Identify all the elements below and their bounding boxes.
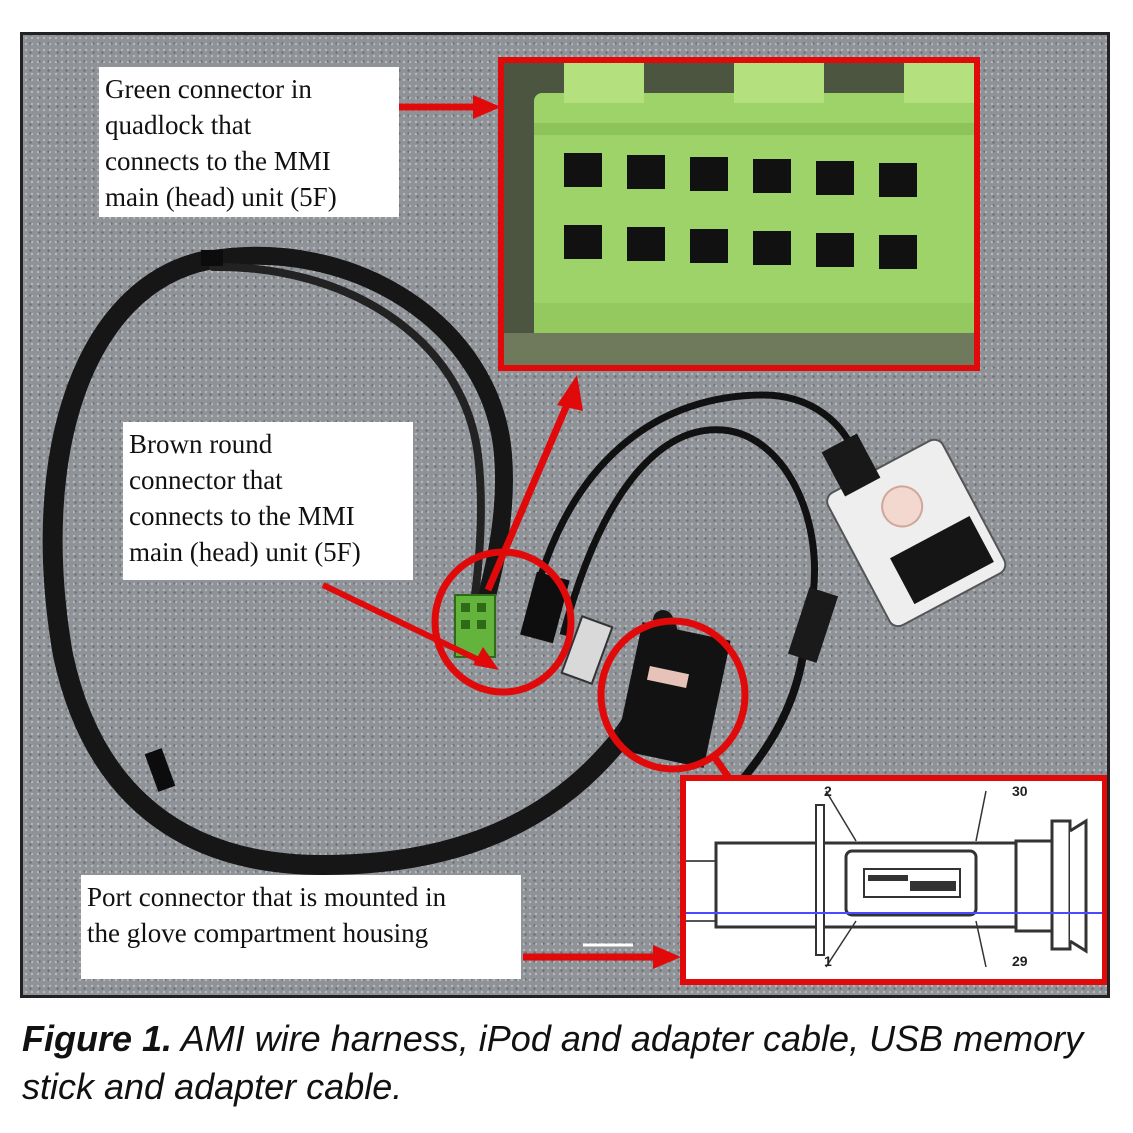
arrow-to-green-inset — [484, 375, 583, 592]
ipod-cable — [524, 391, 857, 626]
figure-caption: Figure 1. AMI wire harness, iPod and ada… — [22, 1015, 1112, 1111]
caption-text: AMI wire harness, iPod and adapter cable… — [22, 1018, 1084, 1107]
arrow-from-port-label — [523, 945, 681, 969]
caption-label: Figure 1. — [22, 1018, 173, 1059]
ipod-dock-plug — [821, 433, 881, 497]
figure-frame: 2 30 1 29 Green connector in quadlock th… — [20, 32, 1110, 998]
arrow-to-green-connector-label — [399, 95, 501, 119]
port-connector-drawing — [686, 790, 1102, 968]
usb-plug — [787, 587, 839, 663]
drawing-label-1: 1 — [824, 953, 832, 969]
highlight-circle-port — [597, 617, 749, 773]
ipod-device — [826, 438, 1007, 628]
callout-brown-connector: Brown round connector that connects to t… — [123, 422, 413, 580]
usb-tail — [734, 654, 807, 788]
arrow-from-brown-label — [321, 582, 499, 670]
harness-clip — [201, 250, 223, 266]
green-connector-inset — [498, 57, 980, 371]
callout-green-connector: Green connector in quadlock that connect… — [99, 67, 399, 217]
pin-holes-row-1 — [564, 153, 917, 197]
usb-plug — [560, 615, 614, 685]
port-connector-inset: 2 30 1 29 — [680, 775, 1107, 985]
port-connector-housing — [615, 622, 731, 768]
callout-port-connector: Port connector that is mounted in the gl… — [81, 875, 521, 979]
harness-photo — [42, 95, 1007, 969]
drawing-label-2: 2 — [824, 783, 832, 799]
drawing-label-29: 29 — [1012, 953, 1028, 969]
green-connector-closeup — [504, 63, 974, 365]
black-connector — [520, 571, 570, 644]
pin-holes-row-2 — [564, 225, 917, 269]
usb-cable — [559, 426, 818, 636]
harness-clip — [144, 748, 176, 792]
drawing-label-30: 30 — [1012, 783, 1028, 799]
